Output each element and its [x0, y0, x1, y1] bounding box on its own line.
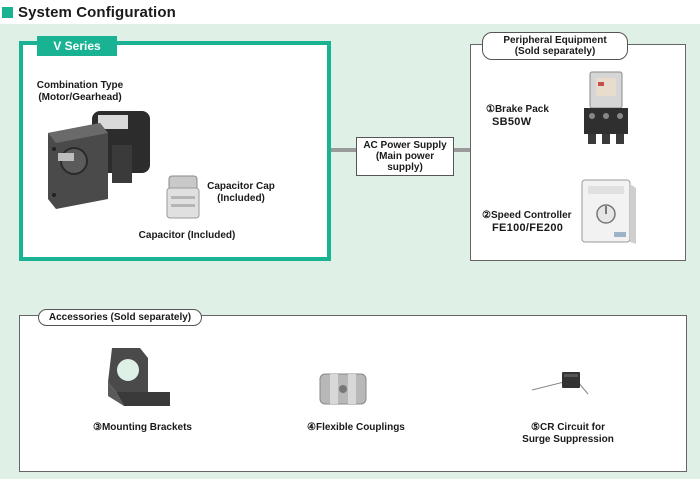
page-title-text: System Configuration — [18, 3, 176, 21]
capacitor-cap-label: Capacitor Cap (Included) — [207, 181, 275, 204]
cr-circuit-label: ⑤CR Circuit for Surge Suppression — [522, 422, 614, 445]
mounting-bracket-image — [108, 348, 170, 406]
v-series-tab: V Series — [37, 36, 117, 56]
brake-pack-image — [584, 71, 628, 144]
accessories-title: Accessories (Sold separately) — [38, 309, 202, 326]
capacitor-image — [166, 175, 200, 219]
cr-circuit-image — [531, 372, 589, 395]
combination-type-label: Combination Type (Motor/Gearhead) — [36, 80, 124, 103]
flexible-couplings-label: ④Flexible Couplings — [307, 422, 405, 433]
speed-controller-label: ②Speed Controller FE100/FE200 — [482, 210, 572, 234]
page-title: System Configuration — [0, 0, 176, 24]
peripheral-equipment-panel — [470, 44, 686, 261]
title-square-icon — [2, 6, 13, 18]
mounting-brackets-label: ③Mounting Brackets — [93, 422, 192, 433]
flexible-coupling-image — [319, 373, 367, 405]
capacitor-label: Capacitor (Included) — [138, 230, 236, 241]
peripheral-equipment-title: Peripheral Equipment (Sold separately) — [482, 32, 628, 60]
speed-controller-image — [581, 179, 636, 244]
motor-gearhead-image — [48, 111, 150, 209]
brake-pack-label: ①Brake Pack SB50W — [486, 104, 549, 128]
ac-power-supply-label: AC Power Supply (Main power supply) — [356, 137, 454, 176]
